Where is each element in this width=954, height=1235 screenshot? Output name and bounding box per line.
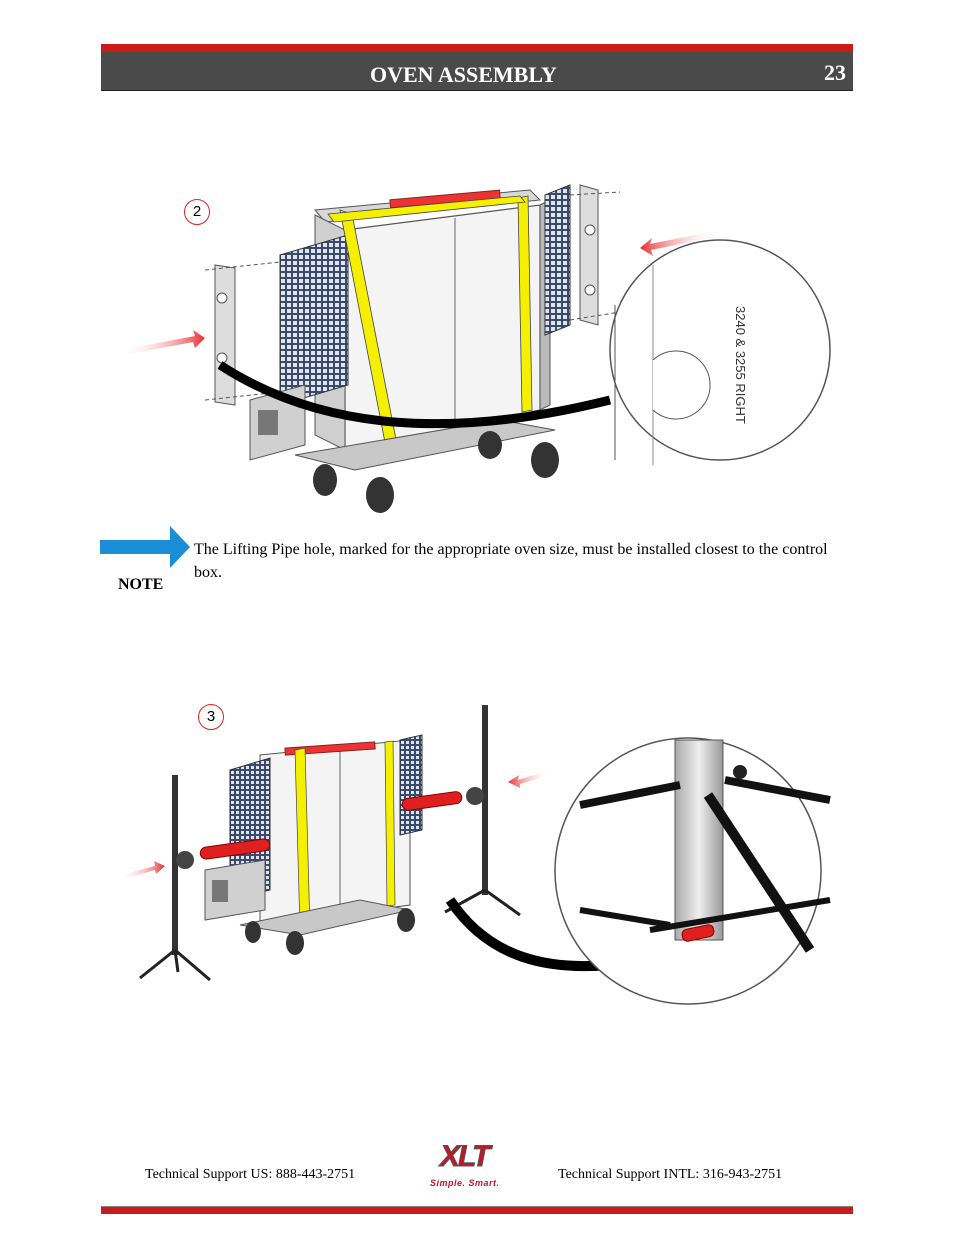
header-bar: [101, 52, 853, 91]
step-badge-3: 3: [198, 704, 224, 730]
note-arrow-icon: [100, 526, 190, 568]
note-text: The Lifting Pipe hole, marked for the ap…: [194, 541, 828, 581]
page-title: OVEN ASSEMBLY: [370, 62, 557, 87]
footer-red-stripe: [101, 1206, 853, 1214]
note-label: NOTE: [118, 576, 164, 593]
figure-lifting-stands: [120, 705, 831, 1005]
tech-support-intl: Technical Support INTL: 316-943-2751: [558, 1167, 783, 1182]
page-number: 23: [824, 60, 846, 85]
xlt-logo: XLT Simple. Smart.: [426, 1140, 528, 1192]
logo-tagline: Simple. Smart.: [430, 1178, 500, 1188]
tech-support-us: Technical Support US: 888-443-2751: [145, 1167, 356, 1182]
logo-text: XLT: [439, 1140, 490, 1174]
detail-label: 3240 & 3255 RIGHT: [733, 306, 748, 424]
figure-oven-side-plates: [120, 184, 831, 513]
header-red-stripe: [101, 44, 853, 52]
step-badge-2: 2: [184, 199, 210, 225]
